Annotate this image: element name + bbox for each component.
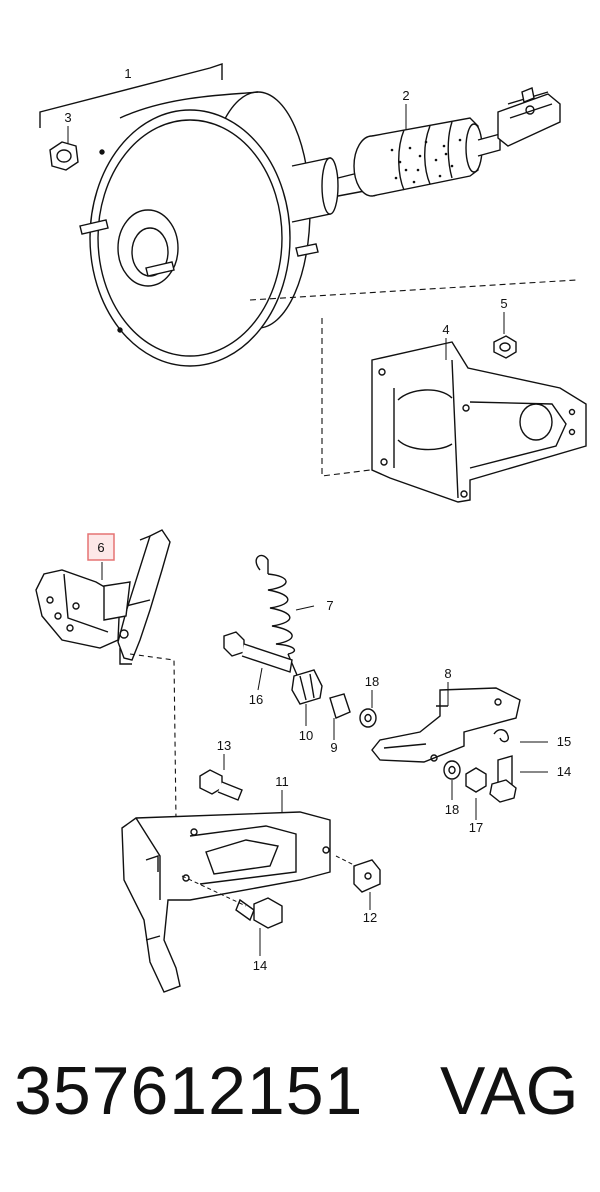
callout-14-lower: 14: [253, 958, 267, 973]
callout-5: 5: [500, 296, 507, 311]
callout-6-highlight: [87, 533, 115, 561]
mounting-bracket: [371, 341, 587, 503]
callout-18-upper: 18: [365, 674, 379, 689]
callout-2: 2: [402, 88, 409, 103]
callout-8: 8: [444, 666, 451, 681]
callout-1: 1: [124, 66, 131, 81]
pedal-bracket: [121, 769, 381, 993]
brake-pedal-assembly: [35, 529, 177, 821]
parts-exploded-diagram: 1 2 3 4 5 6 7 8 9 10 11 12 13 14 14 15 1…: [35, 63, 587, 993]
callout-3: 3: [64, 110, 71, 125]
callout-6: 6: [97, 540, 104, 555]
nut-3: [49, 141, 79, 171]
nut-5: [493, 335, 517, 359]
callout-10: 10: [299, 728, 313, 743]
part-number: 357612151: [14, 1053, 364, 1129]
callout-13: 13: [217, 738, 231, 753]
callout-11: 11: [275, 774, 289, 789]
callout-17: 17: [469, 820, 483, 835]
brand-label: VAG: [440, 1053, 579, 1129]
callout-15: 15: [557, 734, 571, 749]
dust-boot-and-clevis: [353, 87, 561, 197]
callout-4: 4: [442, 322, 449, 337]
callout-9: 9: [330, 740, 337, 755]
callout-12: 12: [363, 910, 377, 925]
brake-booster: [39, 63, 371, 367]
callout-7: 7: [326, 598, 333, 613]
callout-18-lower: 18: [445, 802, 459, 817]
pedal-linkage: [223, 631, 521, 803]
callout-14-right: 14: [557, 764, 571, 779]
callout-16: 16: [249, 692, 263, 707]
callout-leaders: [67, 104, 548, 956]
